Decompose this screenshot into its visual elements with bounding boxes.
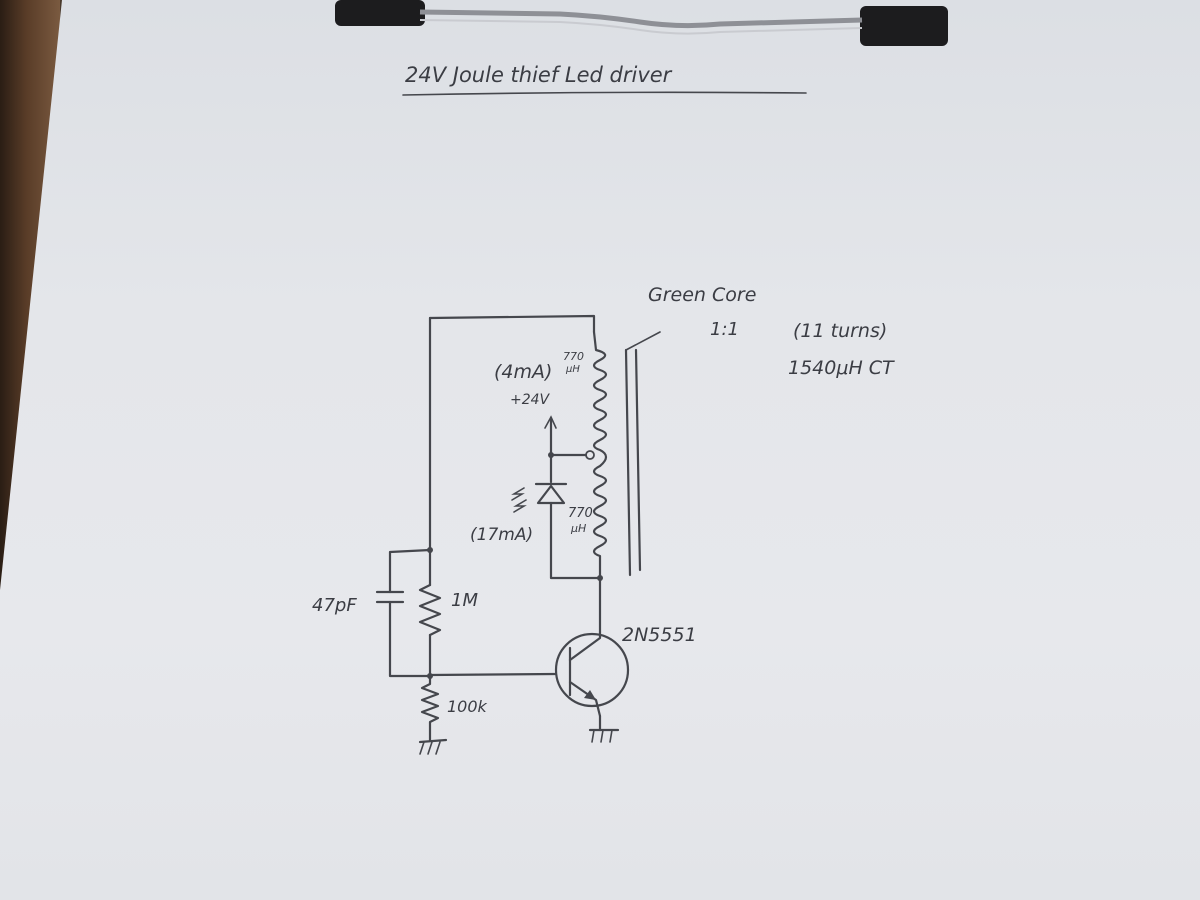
core-label: Green Core <box>648 284 756 306</box>
center-tap-circle <box>585 450 595 460</box>
turns-label: (11 turns) <box>793 320 887 342</box>
ground-symbol-base <box>418 738 448 755</box>
supply-arrow-icon <box>544 415 557 429</box>
current-top-label: (4mA) <box>494 361 552 383</box>
cap-bottom-wire <box>388 600 432 678</box>
led-light-arrow-icon <box>511 487 525 501</box>
diagram-title: 24V Joule thief Led driver <box>405 63 673 87</box>
core-leader-line <box>625 331 661 351</box>
coil-bottom-value: 770 <box>568 506 593 521</box>
ratio-label: 1:1 <box>710 319 739 340</box>
ground-symbol-emitter <box>588 714 620 743</box>
coil-top-unit: μH <box>565 364 580 375</box>
supply-label: +24V <box>510 392 551 408</box>
current-led-label: (17mA) <box>470 525 533 545</box>
transistor-label: 2N5551 <box>622 624 697 646</box>
resistor-100k-label: 100k <box>447 697 488 716</box>
core-bar-right <box>634 348 642 572</box>
capacitor-47pf <box>375 590 405 604</box>
top-wire <box>428 314 596 334</box>
resistor-1m <box>418 583 442 637</box>
resistor-100k <box>420 674 440 742</box>
capacitor-label: 47pF <box>312 595 357 616</box>
transistor-npn <box>554 630 630 718</box>
inductance-label: 1540μH CT <box>788 357 895 379</box>
cap-top-wire <box>388 548 432 594</box>
base-wire <box>428 672 557 677</box>
coil-top-value: 770 <box>563 350 584 363</box>
title-underline <box>402 91 807 96</box>
clipboard-clip <box>335 0 948 46</box>
resistor-1m-label: 1M <box>451 590 478 611</box>
led-diode <box>511 453 602 580</box>
core-bar-left <box>624 348 632 577</box>
coil-bottom-unit: μH <box>570 522 586 535</box>
transformer-coil <box>592 330 608 580</box>
